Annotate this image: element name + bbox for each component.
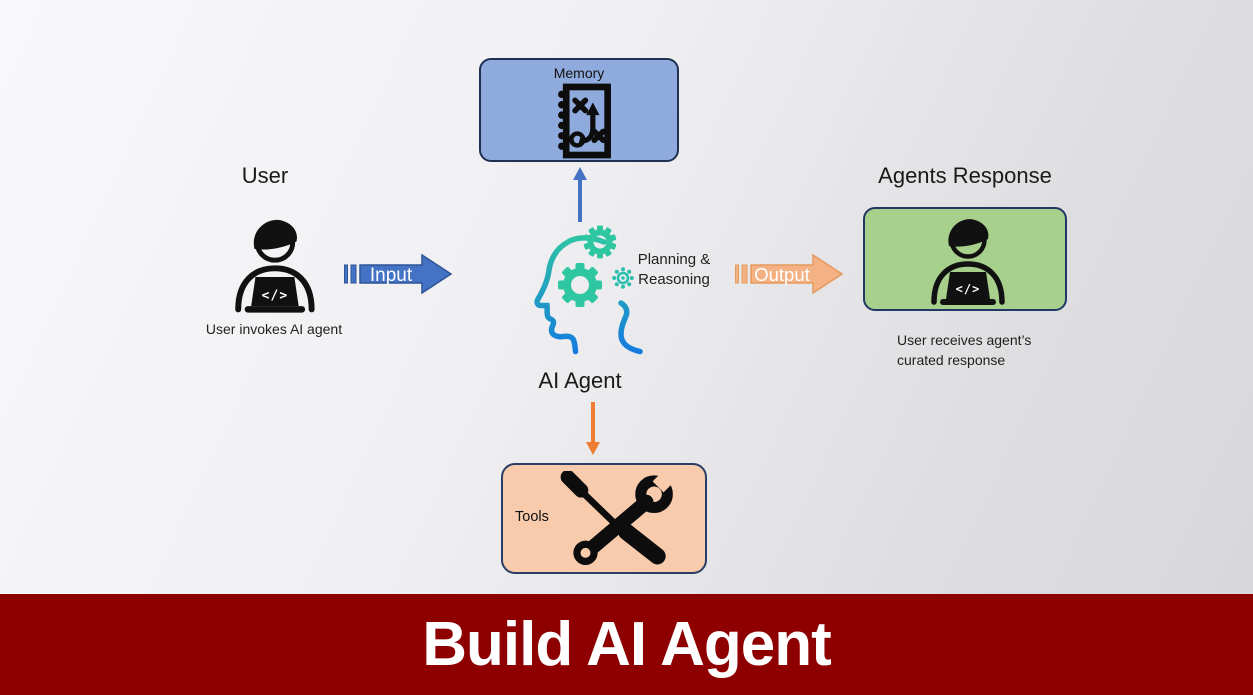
input-arrow-label: Input <box>370 265 413 286</box>
annotation-line-1: Planning & <box>637 251 711 268</box>
agents-response-caption: User receives agent’s curated response <box>897 330 1097 370</box>
head-gears-icon <box>534 225 643 355</box>
input-arrow: Input <box>344 253 453 295</box>
response-caption-line-1: User receives agent’s <box>897 332 1032 348</box>
person-at-laptop-icon: </> <box>235 219 315 313</box>
banner-title: Build AI Agent <box>422 610 831 679</box>
laptop-code-glyph: </> <box>956 282 981 296</box>
top-gear <box>583 225 617 259</box>
annotation-line-2: Reasoning <box>638 271 710 288</box>
planning-reasoning-annotation: Planning & Reasoning <box>626 250 722 290</box>
arrow-to-tools <box>586 402 600 455</box>
output-arrow: Output <box>735 253 844 295</box>
tools-box: Tools <box>501 463 707 574</box>
arrow-to-memory <box>573 167 587 222</box>
memory-label: Memory <box>553 65 605 81</box>
laptop-code-glyph: </> <box>262 289 289 304</box>
memory-box: Memory <box>479 58 679 162</box>
user-caption: User invokes AI agent <box>205 321 343 337</box>
user-title: User <box>241 163 289 188</box>
crossed-tools-icon <box>560 471 677 565</box>
ai-agent-label: AI Agent <box>538 368 622 393</box>
output-arrow-label: Output <box>754 264 810 285</box>
person-at-laptop-icon: </> <box>931 219 1005 305</box>
response-caption-line-2: curated response <box>897 352 1006 368</box>
large-gear <box>558 263 602 307</box>
small-dotted-gear <box>612 267 634 289</box>
strategy-notebook-icon <box>558 83 611 159</box>
title-banner: Build AI Agent <box>0 594 1253 695</box>
agents-response-title: Agents Response <box>878 163 1052 188</box>
tools-label: Tools <box>515 509 549 525</box>
agents-response-box: </> <box>863 207 1067 311</box>
